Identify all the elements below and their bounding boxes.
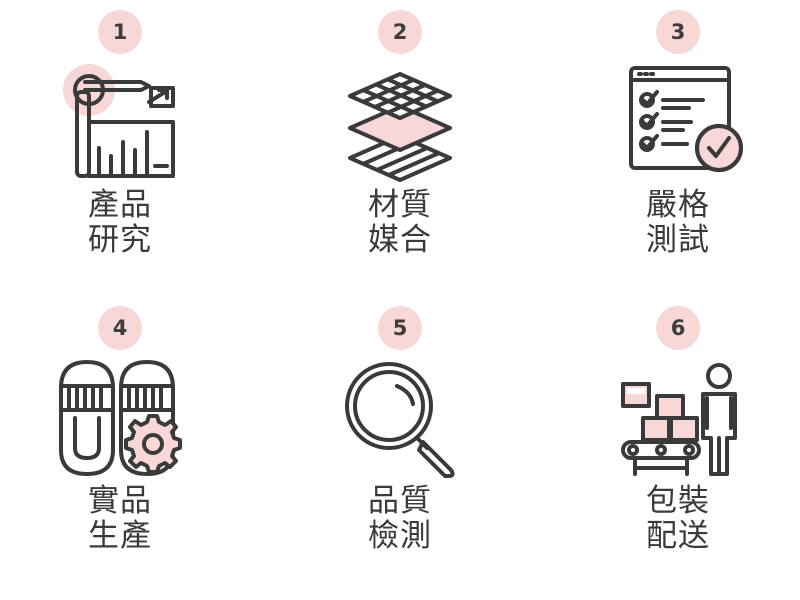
step-product-research: 1 產品 研究 (20, 10, 220, 258)
step-label-line2: 研究 (88, 222, 152, 258)
step-label-line2: 檢測 (368, 518, 432, 554)
step-label: 品質 檢測 (368, 484, 432, 554)
step-label: 嚴格 測試 (646, 188, 710, 258)
step-quality-inspection: 5 品質 檢測 (300, 306, 500, 554)
step-label: 實品 生產 (88, 484, 152, 554)
slippers-gear-icon (55, 358, 185, 478)
magnifier-icon (335, 358, 465, 478)
step-number-badge: 1 (98, 10, 142, 54)
step-label: 包裝 配送 (646, 484, 710, 554)
step-number-badge: 2 (378, 10, 422, 54)
step-label-line2: 配送 (646, 518, 710, 554)
step-label-line2: 測試 (646, 222, 710, 258)
step-label-line1: 嚴格 (646, 187, 710, 223)
step-label-line1: 材質 (368, 187, 432, 223)
step-number-badge: 3 (656, 10, 700, 54)
step-strict-testing: 3 嚴格 測試 (578, 10, 778, 258)
step-label-line1: 產品 (88, 187, 152, 223)
step-number-badge: 4 (98, 306, 142, 350)
step-label: 產品 研究 (88, 188, 152, 258)
step-production: 4 實品 生產 (20, 306, 220, 554)
material-layers-icon (335, 62, 465, 182)
step-label-line1: 包裝 (646, 483, 710, 519)
step-label-line2: 生產 (88, 518, 152, 554)
step-material-matching: 2 材質 媒合 (300, 10, 500, 258)
checklist-icon (613, 62, 743, 182)
step-label-line1: 品質 (368, 483, 432, 519)
step-label: 材質 媒合 (368, 188, 432, 258)
step-label-line1: 實品 (88, 483, 152, 519)
step-packaging-delivery: 6 包裝 配送 (578, 306, 778, 554)
step-number-badge: 6 (656, 306, 700, 350)
step-label-line2: 媒合 (368, 222, 432, 258)
research-chart-icon (55, 62, 185, 182)
step-number-badge: 5 (378, 306, 422, 350)
conveyor-worker-icon (613, 358, 743, 478)
